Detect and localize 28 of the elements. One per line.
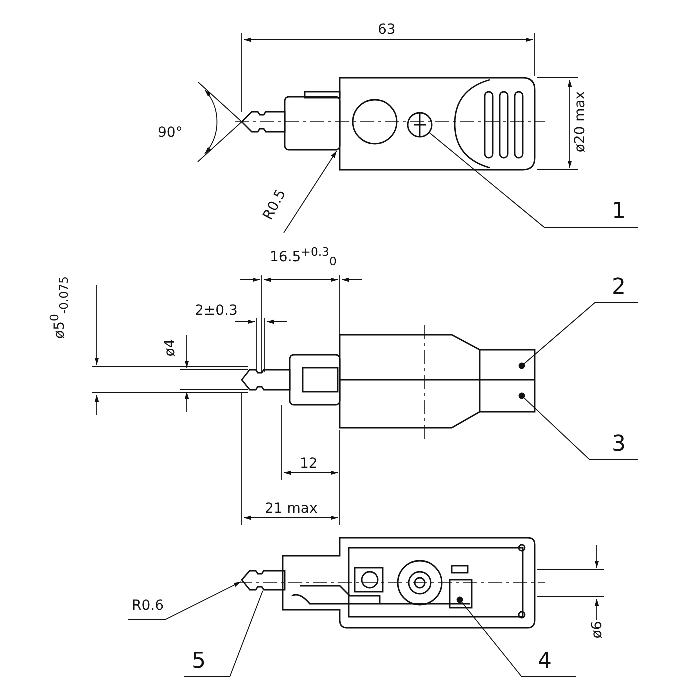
callout-number: 1 [612, 200, 626, 224]
leader-line [428, 132, 638, 228]
dimension-text: 12 [300, 456, 318, 472]
callout-number: 5 [192, 650, 206, 674]
callout-number: 4 [538, 650, 552, 674]
contact-pin [241, 570, 286, 591]
dimension-text: ø20 max [572, 91, 589, 153]
dimension-text: ø6 [590, 621, 606, 639]
dimension-text: 63 [378, 22, 396, 38]
callout-number: 2 [612, 276, 626, 300]
leader-line [184, 590, 264, 678]
callout-number: 3 [612, 433, 626, 457]
grip-dot [518, 392, 526, 400]
screw-head [407, 112, 433, 138]
leader-line [523, 302, 638, 365]
leader-line [523, 397, 638, 460]
dimension-text: 2±0.3 [195, 303, 238, 319]
grip-dot [518, 362, 526, 370]
leader-line [461, 601, 576, 678]
dimension-text: ø4 [162, 339, 179, 357]
plug-collar [284, 96, 341, 151]
radius-label: R0.5 [260, 187, 290, 223]
leader-line [128, 582, 242, 620]
radius-label: R0.6 [132, 598, 164, 614]
terminal-screw-dot [456, 596, 464, 604]
leader-line [284, 150, 338, 234]
dimension-text: 21 max [265, 501, 318, 517]
angle-dimension-text: 90° [158, 125, 183, 141]
